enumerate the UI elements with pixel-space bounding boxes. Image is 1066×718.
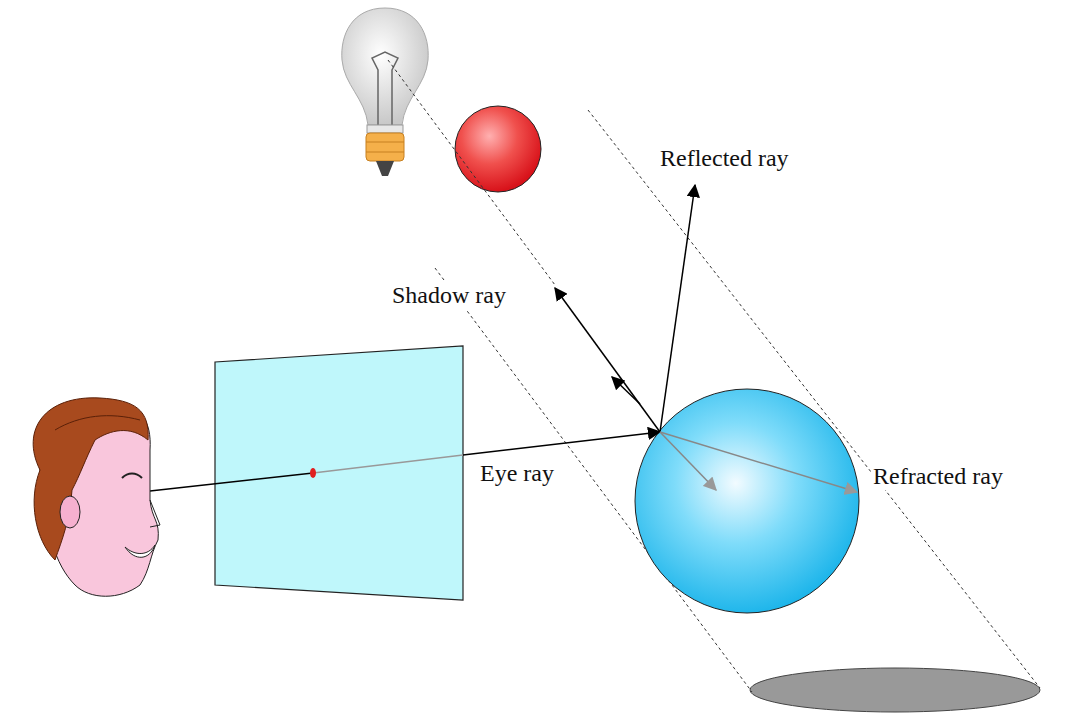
pixel [310,468,316,478]
shadow-edge [588,110,1040,688]
image-plane [215,346,463,600]
ray-label: Refracted ray [871,462,1005,490]
shadow-ray [555,288,660,432]
eye-ray [463,432,660,455]
reflected-ray [660,185,695,432]
shadow-ray [612,377,640,404]
eye-ray [313,455,463,473]
viewer-face [33,398,160,596]
ray-label: Reflected ray [658,144,791,172]
light-bulb [342,8,428,176]
ray-label: Eye ray [478,459,556,487]
refracted-ray [660,432,857,492]
occluding-sphere [455,106,541,192]
eye-ray [150,473,313,491]
light-path [388,60,555,285]
reflective-sphere [635,389,859,613]
refracted-ray [660,432,716,490]
ray-label: Shadow ray [390,281,508,309]
shadow [750,668,1040,712]
